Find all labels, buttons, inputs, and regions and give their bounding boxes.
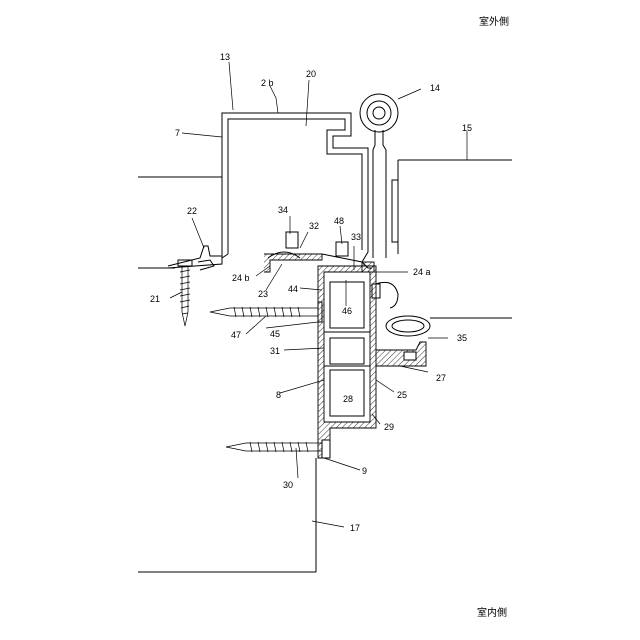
frame-8	[318, 266, 376, 458]
label-48: 48	[334, 216, 344, 226]
piece-24a	[362, 262, 398, 308]
label-47: 47	[231, 330, 241, 340]
label-25: 25	[397, 390, 407, 400]
reference-labels: 13 2 b 20 14 7 15 22 34 32 48 33 24 b 24…	[150, 52, 472, 533]
label-7: 7	[175, 128, 180, 138]
label-45: 45	[270, 329, 280, 339]
label-27: 27	[436, 373, 446, 383]
label-32: 32	[309, 221, 319, 231]
label-9: 9	[362, 466, 367, 476]
label-24b: 24 b	[232, 273, 250, 283]
label-30: 30	[283, 480, 293, 490]
label-44: 44	[288, 284, 298, 294]
label-22: 22	[187, 206, 197, 216]
label-17: 17	[350, 523, 360, 533]
label-2b: 2 b	[261, 78, 274, 88]
label-28: 28	[343, 394, 353, 404]
label-24a: 24 a	[413, 267, 431, 277]
outdoor-side-label: 室外側	[479, 15, 509, 28]
label-8: 8	[276, 390, 281, 400]
indoor-side-label: 室内側	[477, 606, 507, 619]
label-31: 31	[270, 346, 280, 356]
seal-35	[376, 316, 430, 366]
label-23: 23	[258, 289, 268, 299]
hanger-roller-14	[360, 94, 398, 258]
label-29: 29	[384, 422, 394, 432]
label-14: 14	[430, 83, 440, 93]
label-34: 34	[278, 205, 288, 215]
label-13: 13	[220, 52, 230, 62]
label-15: 15	[462, 123, 472, 133]
label-33: 33	[351, 232, 361, 242]
label-20: 20	[306, 69, 316, 79]
label-21: 21	[150, 294, 160, 304]
label-46: 46	[342, 306, 352, 316]
screw-30	[226, 440, 330, 458]
label-35: 35	[457, 333, 467, 343]
screw-47	[210, 302, 322, 322]
sill-22	[168, 246, 222, 270]
